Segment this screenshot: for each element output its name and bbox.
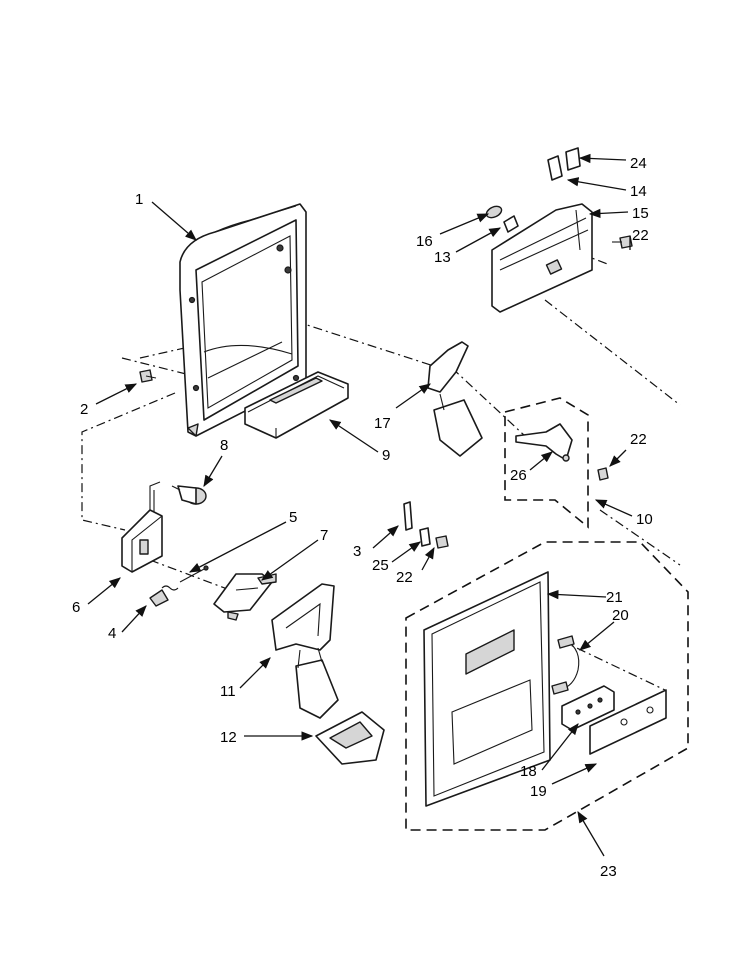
- callout-26: 26: [510, 467, 527, 484]
- part-light-8: [171, 485, 207, 505]
- callout-22-top: 22: [632, 227, 649, 244]
- part-screw-22c: [435, 535, 449, 549]
- part-screw-22b: [597, 467, 609, 481]
- alignment-lines: [81, 239, 681, 716]
- group-box-23: [405, 541, 689, 831]
- callout-15: 15: [632, 205, 649, 222]
- callout-9: 9: [382, 447, 390, 464]
- callout-20: 20: [612, 607, 629, 624]
- part-dispenser-housing: [179, 203, 307, 437]
- callout-1: 1: [135, 191, 143, 208]
- part-bracket-7: [213, 573, 277, 621]
- callout-3: 3: [353, 543, 361, 560]
- part-overlay-19: [589, 689, 667, 755]
- part-actuator-26: [515, 423, 573, 462]
- callout-10: 10: [636, 511, 653, 528]
- part-harness-20: [551, 635, 580, 695]
- part-funnel-12: [315, 711, 385, 765]
- callout-14: 14: [630, 183, 647, 200]
- callout-6: 6: [72, 599, 80, 616]
- callout-5: 5: [289, 509, 297, 526]
- part-clip-3: [403, 501, 413, 531]
- callout-21: 21: [606, 589, 623, 606]
- callout-17: 17: [374, 415, 391, 432]
- callout-22-low: 22: [396, 569, 413, 586]
- part-bulb-16: [485, 205, 503, 219]
- part-switch-housing-15: [491, 203, 593, 313]
- callout-23: 23: [600, 863, 617, 880]
- callout-7: 7: [320, 527, 328, 544]
- part-screw-2: [139, 369, 157, 383]
- leader-lines: [87, 153, 633, 857]
- callout-24: 24: [630, 155, 647, 172]
- callout-4: 4: [108, 625, 116, 642]
- part-pin-5: [179, 565, 209, 583]
- callout-8: 8: [220, 437, 228, 454]
- callout-13: 13: [434, 249, 451, 266]
- callout-22-mid: 22: [630, 431, 647, 448]
- callout-19: 19: [530, 783, 547, 800]
- callout-18: 18: [520, 763, 537, 780]
- part-screw-22a: [612, 235, 633, 249]
- part-ice-lever-11: [271, 583, 339, 719]
- part-spring-4: [149, 585, 179, 607]
- part-control-board-18: [561, 685, 615, 731]
- part-module-6: [121, 481, 163, 573]
- part-insulator-24: [565, 147, 581, 171]
- callout-labels: 1 2 3 4 5 6 7 8 9 10 11 12 13 14 15 16 1…: [72, 155, 653, 880]
- callout-12: 12: [220, 729, 237, 746]
- callout-16: 16: [416, 233, 433, 250]
- callout-25: 25: [372, 557, 389, 574]
- callout-2: 2: [80, 401, 88, 418]
- part-clip-25: [419, 527, 431, 547]
- group-box-10: [504, 397, 589, 529]
- part-drip-tray: [244, 371, 349, 439]
- part-water-lever-17: [427, 341, 483, 457]
- part-switch-14: [547, 155, 563, 181]
- callout-11: 11: [220, 683, 236, 700]
- part-socket-13: [503, 215, 519, 233]
